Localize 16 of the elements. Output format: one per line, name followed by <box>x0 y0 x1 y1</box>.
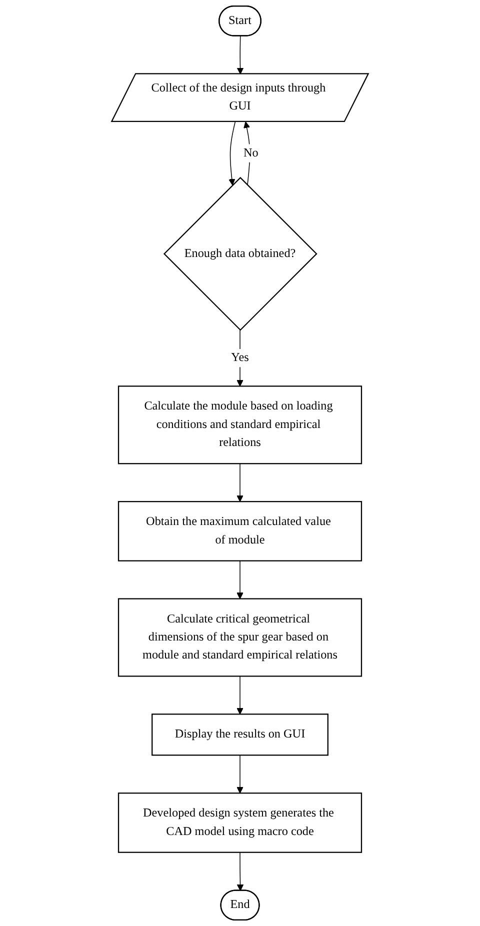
edge-label: No <box>243 146 258 160</box>
node-box: Display the results on GUI <box>152 714 328 756</box>
edge-label: Yes <box>231 351 249 364</box>
arrow <box>236 36 244 74</box>
node-box: Calculate the module based on loading conditions and standard empirical relations <box>118 386 362 464</box>
arrow <box>236 754 244 794</box>
node-box: Calculate critical geometrical dimensions of the spur gear based on module and standard empirical relations <box>118 598 362 677</box>
arrow <box>236 676 244 714</box>
arrow <box>244 122 250 186</box>
node-box: Developed design system generates the CAD model using macro code <box>118 792 362 853</box>
node-box: Obtain the maximum calculated value of module <box>118 501 362 562</box>
arrow <box>236 560 244 600</box>
arrow <box>236 852 244 891</box>
arrow <box>236 463 244 502</box>
node-diamond: Enough data obtained? <box>163 176 318 331</box>
arrow <box>228 121 236 186</box>
